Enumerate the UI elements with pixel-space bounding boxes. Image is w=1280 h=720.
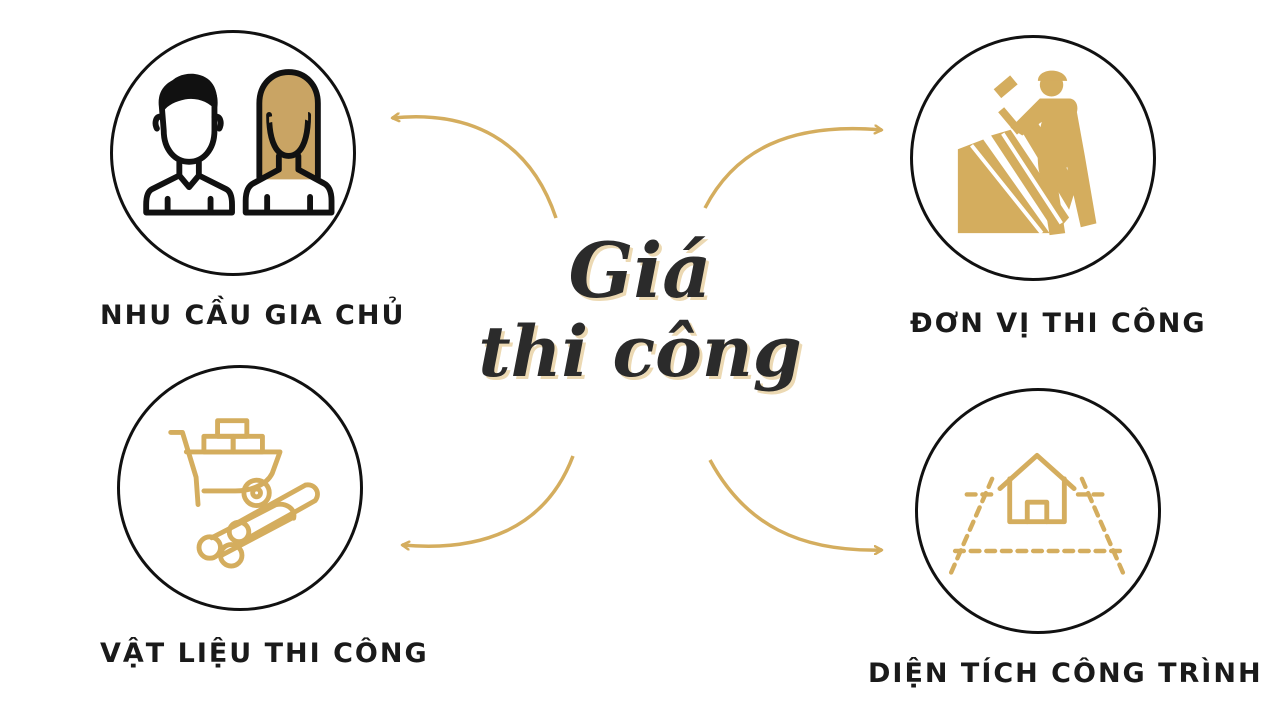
arrow-to-homeowner: [392, 117, 558, 219]
arrow-to-area: [708, 459, 882, 550]
center-title-line2: thi công: [478, 310, 802, 394]
arrow-to-contractor: [703, 129, 882, 209]
homeowner-needs-label: NHU CẦU GIA CHỦ: [100, 300, 406, 331]
arrow-to-materials: [402, 455, 575, 546]
worker-icon: [957, 70, 1097, 236]
center-title: Giá thi công: [470, 228, 810, 392]
wheelbarrow-logs-icon: [168, 418, 320, 569]
contractor-circle: [910, 35, 1156, 281]
homeowner-needs-circle: [110, 30, 356, 276]
couple-icon: [143, 69, 335, 216]
house-plot-icon: [948, 452, 1126, 575]
center-title-line1: Giá: [568, 226, 712, 315]
materials-circle: [117, 365, 363, 611]
materials-label: VẬT LIỆU THI CÔNG: [100, 638, 429, 669]
area-label: DIỆN TÍCH CÔNG TRÌNH: [868, 658, 1263, 689]
contractor-label: ĐƠN VỊ THI CÔNG: [910, 308, 1207, 339]
area-circle: [915, 388, 1161, 634]
